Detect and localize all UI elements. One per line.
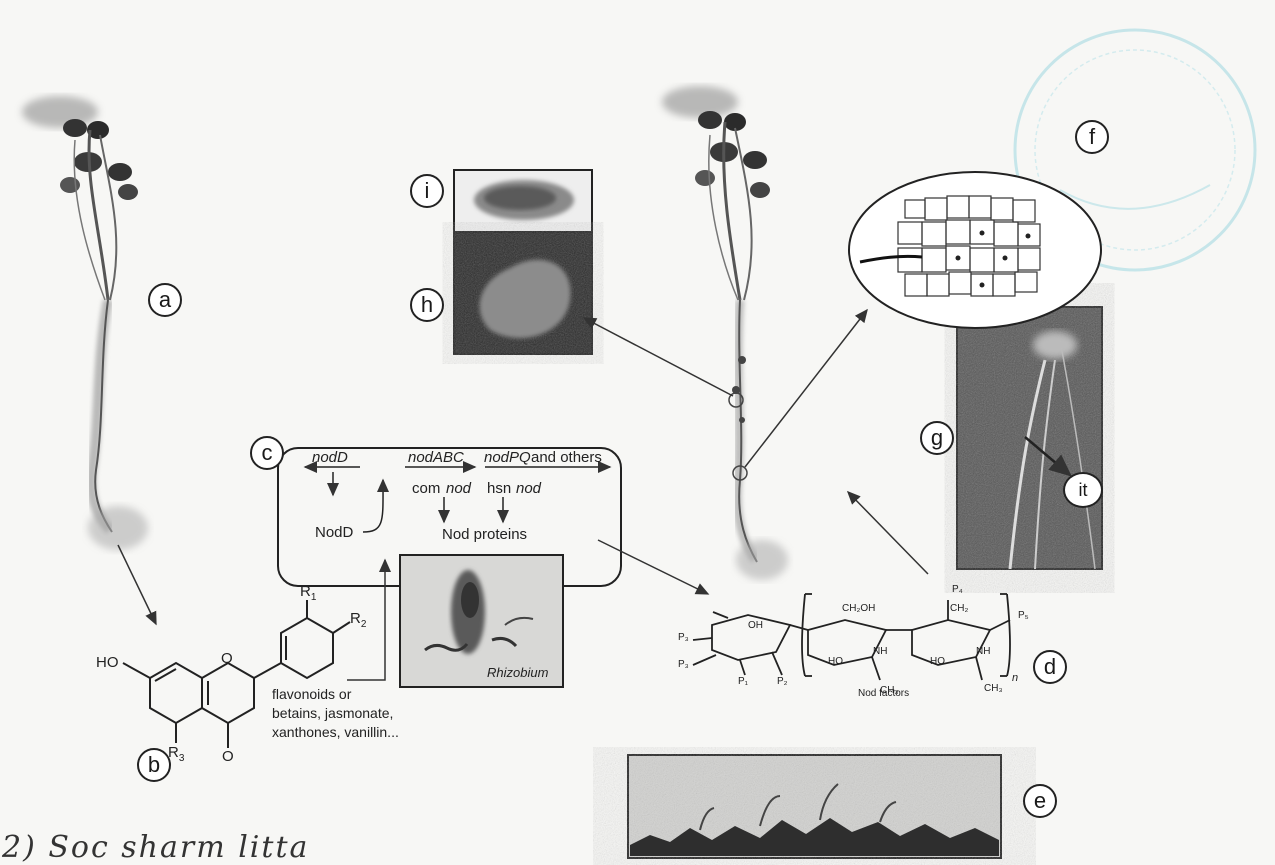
- label-i: i: [410, 174, 444, 208]
- nod-ch3-1: CH₃: [880, 685, 899, 696]
- nod-ch3-2: CH₃: [984, 683, 1003, 694]
- label-g: g: [920, 421, 954, 455]
- nod-proteins-text: Nod proteins: [442, 526, 527, 543]
- nod-ho-2: HO: [930, 656, 945, 667]
- flavonoid-caption-1: flavonoids or: [272, 686, 351, 702]
- gene-nodABC: nodABC: [408, 449, 464, 466]
- flavonoid-R2: R2: [350, 610, 366, 630]
- nod-p1: P₁: [738, 676, 748, 687]
- rhizobium-caption: Rhizobium: [487, 665, 548, 680]
- flavonoid-R1: R1: [300, 583, 316, 603]
- plant-left: [22, 96, 148, 550]
- and-others-text: and others: [531, 449, 602, 466]
- gene-nodD: nodD: [312, 449, 348, 466]
- nod-italic-1: nod: [446, 480, 471, 497]
- nod-nh-2: NH: [976, 646, 990, 657]
- flavonoid-caption-3: xanthones, vanillin...: [272, 724, 399, 740]
- nod-ch2: CH₂: [950, 603, 968, 614]
- nod-oh: OH: [748, 620, 763, 631]
- nod-ch2oh: CH₂OH: [842, 603, 875, 614]
- gene-nodPQ: nodPQ: [484, 449, 531, 466]
- label-h: h: [410, 288, 444, 322]
- hsn-text: hsn: [487, 480, 511, 497]
- flavonoid-O-ring: O: [221, 650, 233, 667]
- nodule-photo: [454, 232, 592, 354]
- nod-p3b: P₃: [678, 659, 689, 670]
- flavonoid-HO: HO: [96, 654, 119, 671]
- nod-p4: P₄: [952, 584, 963, 595]
- nod-p2: P₂: [777, 676, 788, 687]
- label-f: f: [1075, 120, 1109, 154]
- nod-p3: P₃: [678, 632, 689, 643]
- nod-p5: P₅: [1018, 610, 1029, 621]
- nod-nh-1: NH: [873, 646, 887, 657]
- com-text: com: [412, 480, 440, 497]
- infection-thread-photo: [957, 307, 1102, 569]
- plant-right: [662, 86, 788, 580]
- flavonoid-O-keto: O: [222, 748, 234, 765]
- nod-ho-1: HO: [828, 656, 843, 667]
- nod-italic-2: nod: [516, 480, 541, 497]
- panel-c-arrows: [305, 467, 610, 532]
- label-d: d: [1033, 650, 1067, 684]
- nodule-section-photo: [454, 170, 592, 232]
- protein-NodD: NodD: [315, 524, 353, 541]
- flavonoid-caption-2: betains, jasmonate,: [272, 705, 393, 721]
- label-it: it: [1063, 472, 1103, 508]
- label-b: b: [137, 748, 171, 782]
- handwritten-note: 2) Soc sharm litta: [2, 830, 309, 865]
- label-e: e: [1023, 784, 1057, 818]
- root-hairs-photo: [628, 755, 1001, 858]
- label-c: c: [250, 436, 284, 470]
- nod-n: n: [1012, 672, 1018, 684]
- flavonoid-R3: R3: [168, 744, 184, 764]
- label-a: a: [148, 283, 182, 317]
- cortex-cells-drawing: [849, 172, 1101, 328]
